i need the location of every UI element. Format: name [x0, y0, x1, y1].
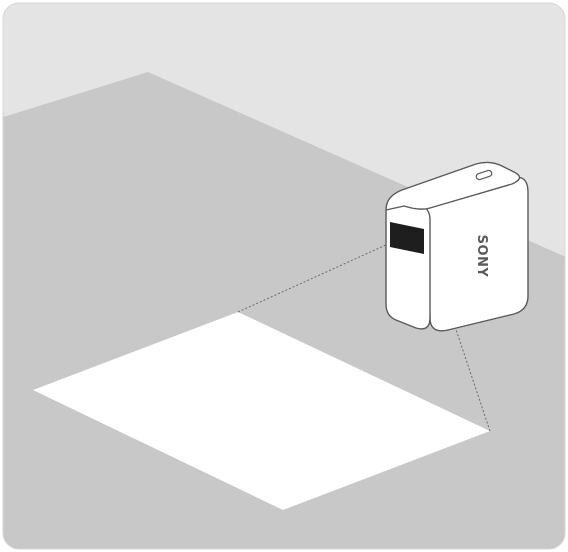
projection-beam: [237, 243, 491, 432]
projector-side-face: [426, 176, 529, 332]
projector-device: SONY: [385, 161, 529, 332]
projector-lens: [390, 222, 424, 254]
power-indicator-icon: [475, 169, 493, 181]
beam-line-right: [427, 245, 491, 432]
brand-logo: SONY: [474, 235, 489, 278]
beam-line-top: [237, 243, 389, 313]
projector-front-face: [385, 199, 431, 330]
projected-image: [33, 312, 490, 510]
